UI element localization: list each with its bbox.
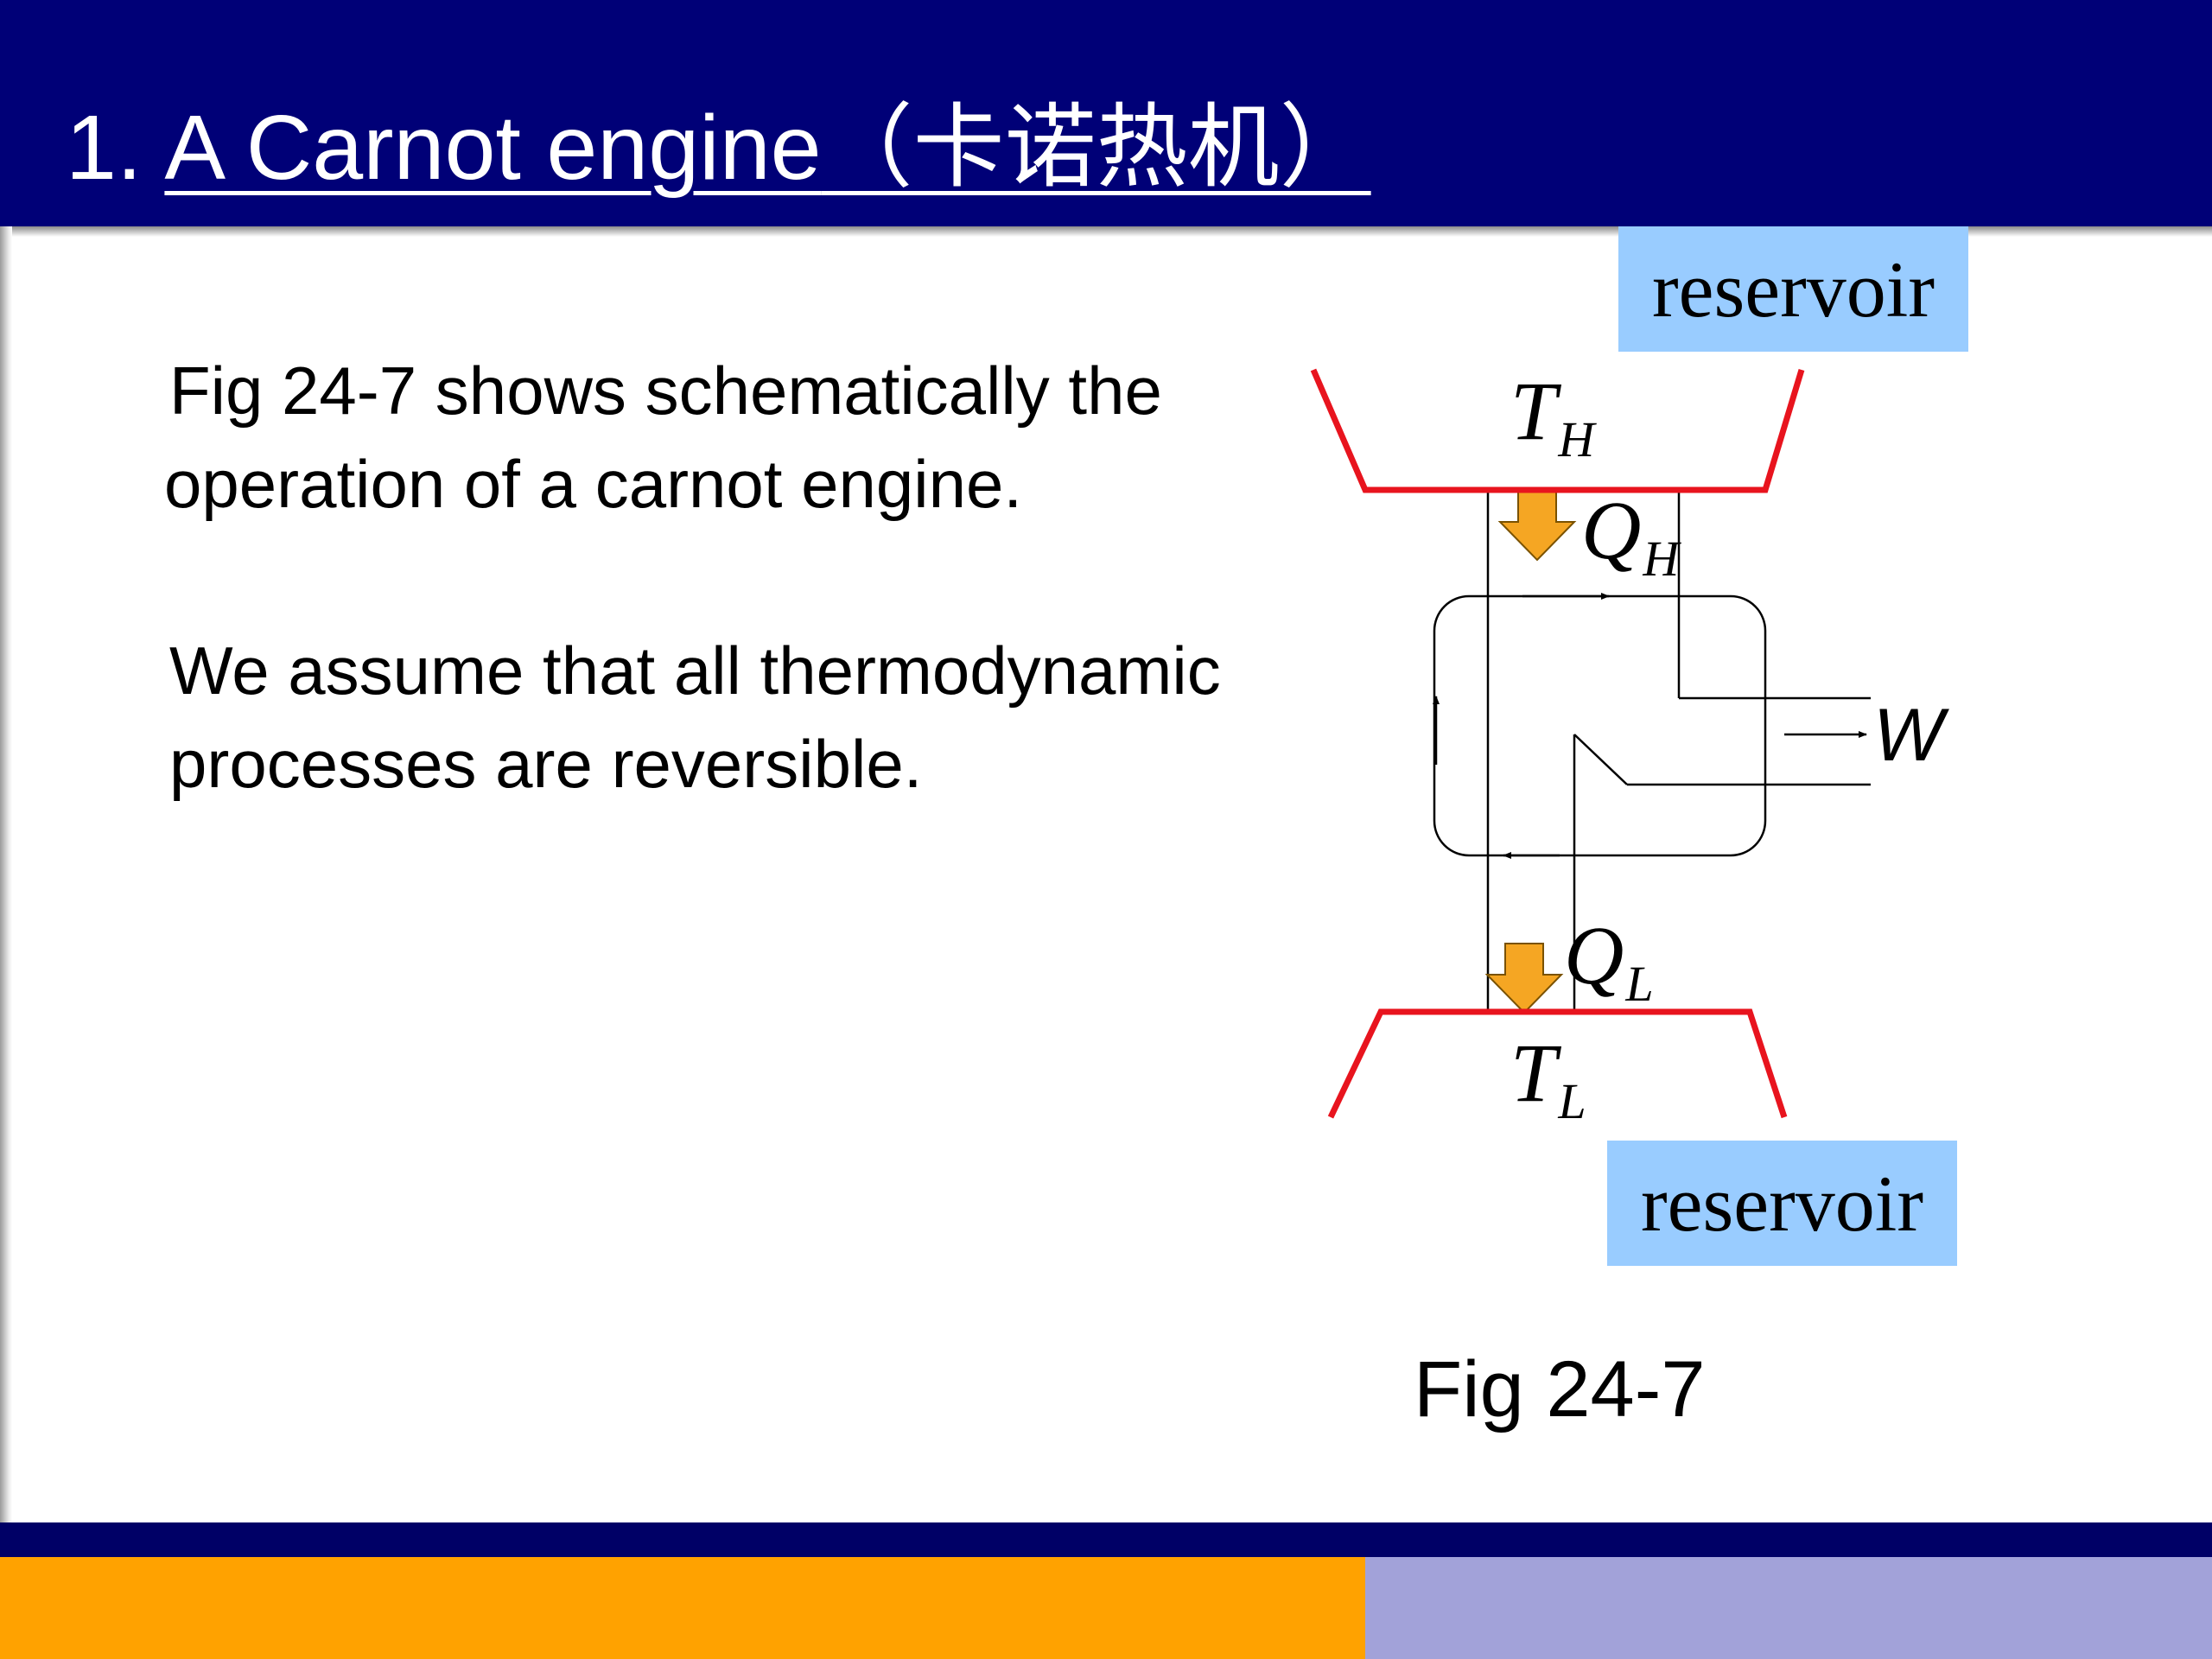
heat-out-label: QL: [1564, 914, 1654, 1009]
q-low-symbol: Q: [1564, 909, 1624, 1001]
paragraph-2-line-1: We assume that all thermodynamic: [169, 632, 1221, 709]
paragraph-2-line-2: processes are reversible.: [169, 726, 923, 802]
figure-caption: Fig 24-7: [1414, 1345, 1706, 1433]
hot-temperature-label: TH: [1510, 370, 1594, 465]
engine-cycle-loop: [1433, 594, 1767, 857]
cold-temperature-label: TL: [1510, 1032, 1586, 1127]
heat-in-label: QH: [1581, 489, 1679, 584]
paragraph-reversible-assumption: We assume that all thermodynamic process…: [169, 624, 1221, 810]
t-low-symbol: T: [1510, 1027, 1557, 1119]
hot-reservoir-boundary: [1310, 368, 1805, 493]
content-left-shadow: [0, 226, 12, 1522]
paragraph-1-line-1: Fig 24-7 shows schematically the: [169, 353, 1162, 429]
slide-title: 1.A Carnot engine（卡诺热机）: [66, 102, 1371, 194]
slide-header: 1.A Carnot engine（卡诺热机）: [0, 0, 2212, 226]
cold-reservoir-boundary: [1327, 1008, 1788, 1119]
title-english: A Carnot engine: [164, 97, 822, 199]
footer-lavender-band: [1365, 1557, 2212, 1659]
q-low-subscript: L: [1625, 956, 1654, 1012]
t-low-subscript: L: [1558, 1073, 1586, 1129]
heat-in-arrow-icon: [1497, 490, 1577, 562]
t-high-subscript: H: [1558, 411, 1595, 467]
footer-orange-band: [0, 1557, 1365, 1659]
title-number: 1.: [66, 97, 143, 199]
q-high-subscript: H: [1643, 531, 1680, 587]
title-main: A Carnot engine（卡诺热机）: [164, 97, 1370, 199]
work-label: W: [1873, 694, 1944, 777]
title-chinese: （卡诺热机）: [821, 94, 1371, 200]
q-high-symbol: Q: [1581, 484, 1642, 576]
footer-dark-band: [0, 1522, 2212, 1557]
t-high-symbol: T: [1510, 365, 1557, 457]
heat-out-arrow-icon: [1484, 943, 1564, 1014]
paragraph-1-line-2: operation of a carnot engine.: [164, 446, 1023, 522]
paragraph-figure-description: Fig 24-7 shows schematically the operati…: [164, 344, 1162, 531]
cold-reservoir-label: reservoir: [1607, 1141, 1957, 1266]
cold-side-diagonal-line: [1573, 734, 1628, 785]
hot-reservoir-label: reservoir: [1618, 226, 1968, 352]
